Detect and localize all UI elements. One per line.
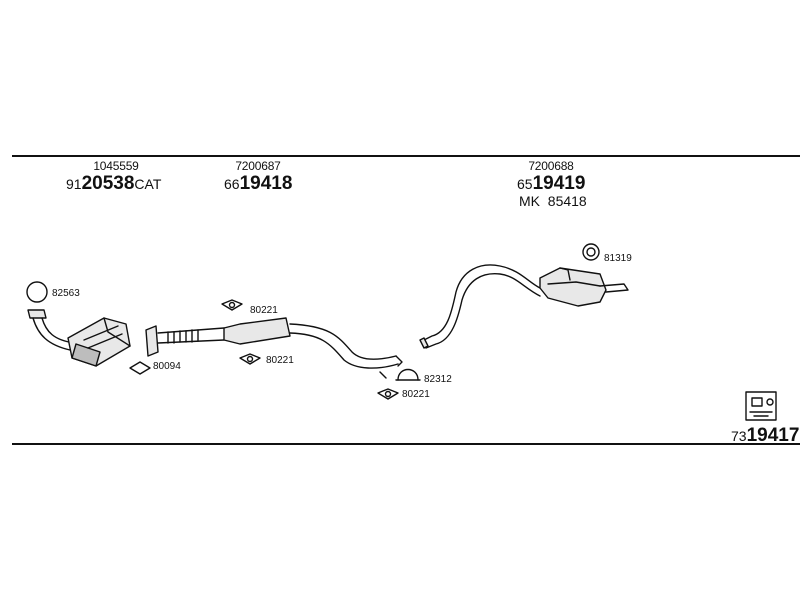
clamp-82312-icon <box>379 368 421 381</box>
ring-81319-icon <box>582 243 600 261</box>
ring-82563-icon <box>26 281 48 303</box>
front-pipe-catalyst-icon <box>27 309 131 367</box>
label-80221-c: 80221 <box>402 389 430 400</box>
mounting-kit-icon <box>745 391 777 421</box>
label-80221-b: 80221 <box>266 355 294 366</box>
clamp-80221-c-icon <box>377 388 399 400</box>
label-82563: 82563 <box>52 288 80 299</box>
label-80221-a: 80221 <box>250 305 278 316</box>
middle-pipe-icon <box>145 317 403 369</box>
gasket-80094-icon <box>129 361 151 375</box>
bottom-rule <box>12 443 800 445</box>
clamp-80221-a-icon <box>221 299 243 311</box>
label-80094: 80094 <box>153 361 181 372</box>
kit-code: 7319417 <box>731 425 800 446</box>
rear-pipe-silencer-icon <box>419 264 629 349</box>
group2-code: 6619418 <box>224 173 293 194</box>
group3-code: 6519419 <box>517 173 586 194</box>
top-rule <box>12 155 800 157</box>
label-81319: 81319 <box>604 253 632 264</box>
group2-ref: 7200687 <box>235 159 281 173</box>
group3-ref: 7200688 <box>528 159 574 173</box>
clamp-80221-b-icon <box>239 353 261 365</box>
group1-code: 9120538CAT <box>66 173 162 194</box>
group1-ref: 1045559 <box>93 159 139 173</box>
label-82312: 82312 <box>424 374 452 385</box>
group3-extra: MK 85418 <box>519 193 587 209</box>
